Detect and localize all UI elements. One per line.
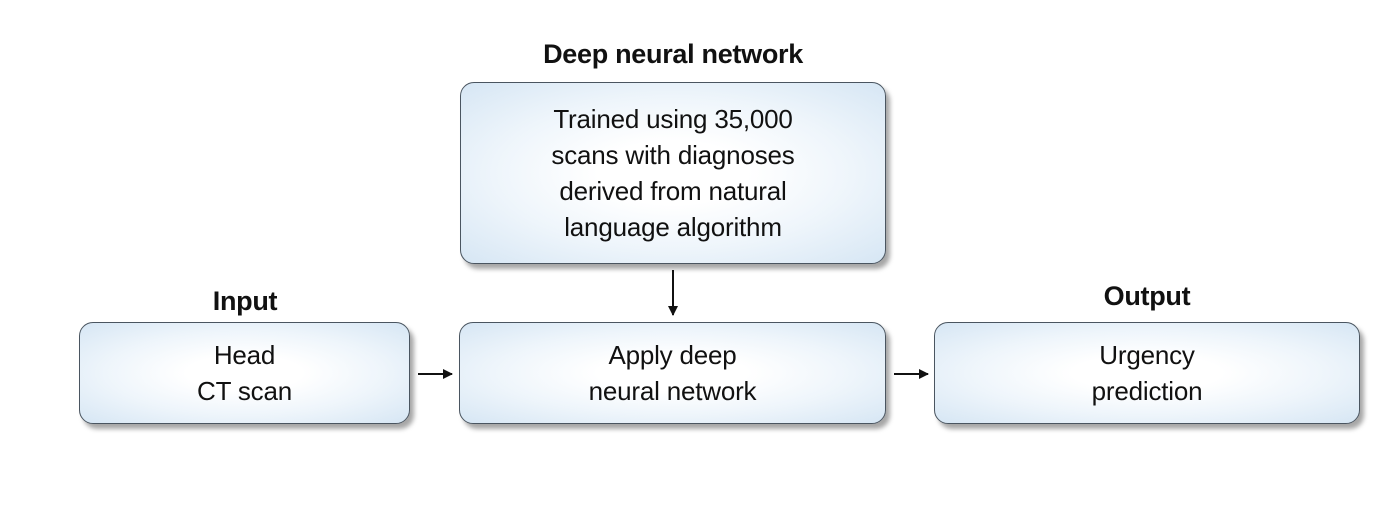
input-line-2: CT scan — [197, 376, 292, 406]
apply-line-1: Apply deep — [608, 340, 737, 370]
training-line-3: derived from natural — [559, 176, 787, 206]
output-box: Urgency prediction — [934, 322, 1360, 424]
training-line-4: language algorithm — [564, 212, 782, 242]
input-box: Head CT scan — [79, 322, 410, 424]
training-line-1: Trained using 35,000 — [553, 104, 793, 134]
output-heading: Output — [1103, 281, 1191, 311]
apply-line-2: neural network — [588, 376, 757, 406]
output-line-2: prediction — [1091, 376, 1203, 406]
input-line-1: Head — [213, 340, 276, 370]
output-line-1: Urgency — [1099, 340, 1195, 370]
training-box: Trained using 35,000 scans with diagnose… — [460, 82, 886, 264]
input-heading: Input — [212, 286, 278, 316]
training-line-2: scans with diagnoses — [551, 140, 795, 170]
apply-dnn-box: Apply deep neural network — [459, 322, 886, 424]
dnn-heading: Deep neural network — [543, 39, 803, 69]
